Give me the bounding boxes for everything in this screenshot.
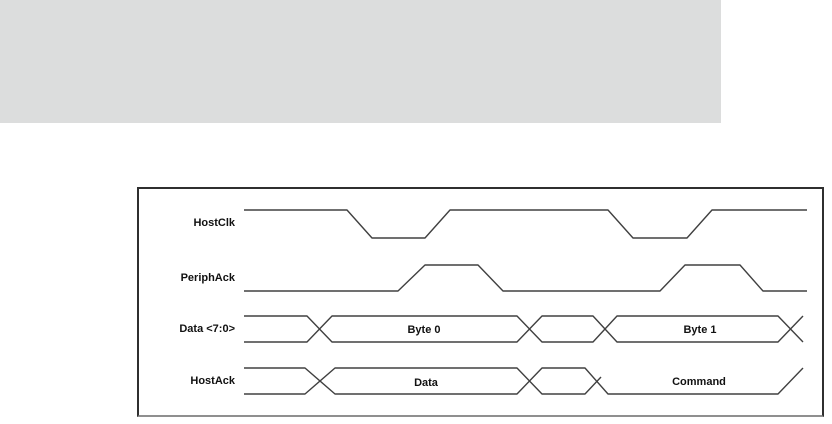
data-bus-lower-rail	[244, 315, 804, 343]
timing-diagram-frame	[137, 187, 824, 417]
data-bus-upper-rail	[244, 315, 804, 343]
signal-label-hostclk: HostClk	[193, 217, 235, 229]
gray-header-block	[0, 0, 721, 123]
hostclk-waveform	[244, 209, 807, 239]
hostclk-wave-line	[244, 209, 807, 239]
data-bus-segment-byte1: Byte 1	[683, 324, 716, 336]
periphack-waveform	[244, 264, 807, 292]
periphack-wave-line	[244, 264, 807, 292]
data-bus-segment-byte0: Byte 0	[407, 324, 440, 336]
data-bus-waveform: Byte 0 Byte 1	[244, 315, 804, 343]
hostack-upper-rail	[244, 367, 804, 395]
signal-label-hostack: HostAck	[190, 375, 235, 387]
hostack-segment-command: Command	[672, 376, 726, 388]
hostack-waveform: Data Command	[244, 367, 804, 395]
hostack-segment-data: Data	[414, 377, 439, 389]
signal-label-periphack: PeriphAck	[180, 272, 235, 284]
hostack-lower-rail	[244, 367, 602, 395]
signal-label-data-bus: Data <7:0>	[179, 323, 235, 335]
